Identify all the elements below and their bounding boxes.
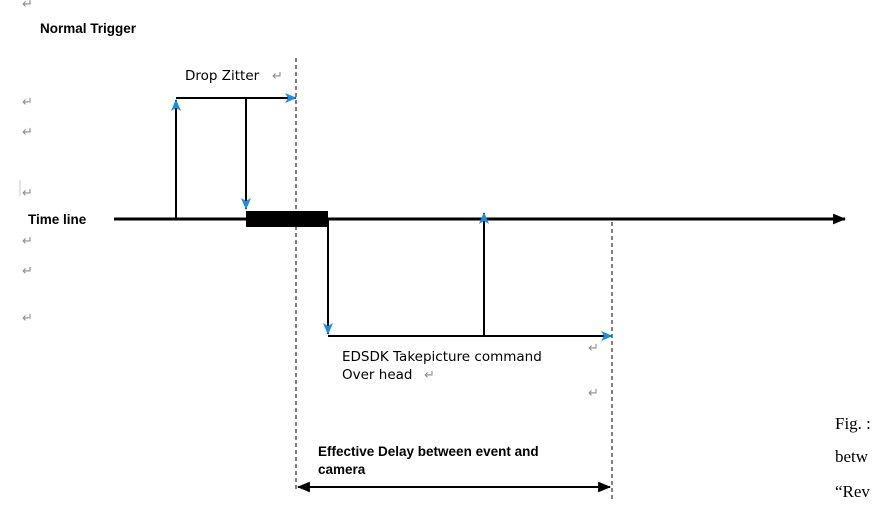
delay-label-line2: camera (318, 462, 366, 477)
paragraph-mark: ↵ (272, 69, 283, 84)
paragraph-mark: ↵ (22, 0, 33, 12)
paragraph-mark: ↵ (588, 341, 599, 356)
caption-line: Fig. : (835, 414, 871, 433)
drop-zitter-label: Drop Zitter (185, 68, 260, 84)
edsdk-label-line1: EDSDK Takepicture command (342, 349, 542, 365)
delay-label-line1: Effective Delay between event and (318, 444, 539, 459)
trigger-processing-block (246, 211, 328, 227)
edsdk-label-line2: Over head (342, 367, 412, 383)
paragraph-mark: ↵ (22, 264, 33, 279)
paragraph-mark: ↵ (424, 368, 435, 383)
paragraph-mark: ↵ (22, 186, 33, 201)
paragraph-mark: ↵ (22, 234, 33, 249)
paragraph-mark: ↵ (22, 125, 33, 140)
paragraph-mark: ↵ (22, 311, 33, 326)
caption-line: “Rev (835, 482, 870, 501)
timeline-label: Time line (28, 212, 87, 227)
paragraph-mark: ↵ (588, 386, 599, 401)
caption-line: betw (835, 447, 869, 466)
diagram-title: Normal Trigger (40, 21, 137, 36)
paragraph-mark: ↵ (22, 95, 33, 110)
